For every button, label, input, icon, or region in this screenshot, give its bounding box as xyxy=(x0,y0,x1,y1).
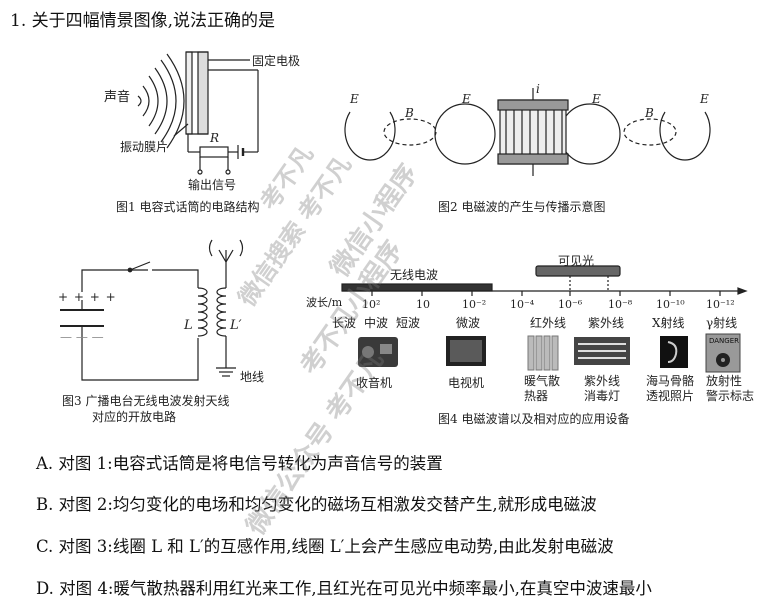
figure2-drawing xyxy=(344,88,711,176)
label-coil-l: L xyxy=(184,318,193,333)
figure4-drawing xyxy=(341,265,748,296)
tick-label-6: 10⁻¹⁰ xyxy=(656,298,685,311)
band-visible-label: 可见光 xyxy=(558,254,595,268)
option-a: A. 对图 1:电容式话筒是将电信号转化为声音信号的装置 xyxy=(36,454,443,473)
figure4-caption: 图4 电磁波谱以及相对应的应用设备 xyxy=(438,412,630,426)
device-label-tv: 电视机 xyxy=(448,376,485,390)
axis-label-wavelength: 波长/m xyxy=(306,296,343,309)
wave-name-microwave: 微波 xyxy=(456,316,481,330)
wave-name-infrared: 红外线 xyxy=(530,316,567,330)
device-label-radiator: 暖气散 热器 xyxy=(524,374,561,403)
label-e-2: E xyxy=(462,92,471,106)
wave-name-xray: X射线 xyxy=(652,316,685,330)
device-xray-image xyxy=(660,336,688,368)
label-fixed-electrode: 固定电极 xyxy=(252,54,301,68)
label-b-1: B xyxy=(405,106,414,120)
capacitor-minus-signs: — — — xyxy=(60,330,104,344)
label-sound: 声音 xyxy=(104,90,131,105)
radiation-warning-sign xyxy=(705,333,741,373)
wave-name-medium: 中波 xyxy=(364,316,389,330)
device-label-radio: 收音机 xyxy=(356,376,393,390)
label-diaphragm: 振动膜片 xyxy=(120,140,169,154)
figure3-caption-line1: 图3 广播电台无线电波发射天线 xyxy=(62,394,230,408)
tick-label-7: 10⁻¹² xyxy=(706,298,735,311)
device-label-radiation: 放射性 警示标志 xyxy=(706,374,755,403)
label-coil-lprime: L′ xyxy=(230,318,242,333)
figure2-caption: 图2 电磁波的产生与传播示意图 xyxy=(438,200,606,214)
figure1-caption: 图1 电容式话筒的电路结构 xyxy=(116,200,260,214)
tick-label-3: 10⁻⁴ xyxy=(510,298,535,311)
tick-label-2: 10⁻² xyxy=(462,298,487,311)
label-e-3: E xyxy=(592,92,601,106)
figure3-drawing xyxy=(60,239,244,381)
label-e-1: E xyxy=(350,92,359,106)
question-stem: 1. 关于四幅情景图像,说法正确的是 xyxy=(10,11,276,31)
option-c: C. 对图 3:线圈 L 和 L′的互感作用,线圈 L′上会产生感应电动势,由此… xyxy=(36,537,614,556)
label-resistor: R xyxy=(210,131,220,145)
wave-name-long: 长波 xyxy=(332,316,357,330)
label-output-signal: 输出信号 xyxy=(188,178,237,192)
tick-label-5: 10⁻⁸ xyxy=(608,298,633,311)
label-b-2: B xyxy=(645,106,654,120)
device-tv-image xyxy=(446,336,486,366)
option-d: D. 对图 4:暖气散热器利用红光来工作,且红光在可见光中频率最小,在真空中波速… xyxy=(36,579,652,598)
tick-label-4: 10⁻⁶ xyxy=(558,298,583,311)
device-label-uv-lamp: 紫外线 消毒灯 xyxy=(584,374,621,403)
label-i: i xyxy=(536,82,540,96)
wave-name-gamma: γ射线 xyxy=(706,316,738,330)
label-ground: 地线 xyxy=(240,370,265,384)
tick-label-1: 10 xyxy=(416,298,430,311)
figure1-drawing xyxy=(137,51,259,175)
device-uv-lamp-image xyxy=(574,337,630,365)
device-radiator-image xyxy=(527,335,559,371)
device-label-xray: 海马骨骼 透视照片 xyxy=(646,374,695,403)
capacitor-plus-signs: + + + + xyxy=(58,290,117,304)
wave-name-short: 短波 xyxy=(396,316,421,330)
wave-name-ultraviolet: 紫外线 xyxy=(588,316,625,330)
label-e-4: E xyxy=(700,92,709,106)
figure3-caption-line2: 对应的开放电路 xyxy=(92,410,177,424)
option-b: B. 对图 2:均匀变化的电场和均匀变化的磁场互相激发交替产生,就形成电磁波 xyxy=(36,495,597,514)
tick-label-0: 10² xyxy=(362,298,381,311)
device-radio-image xyxy=(358,337,398,367)
danger-sign-text: DANGER xyxy=(709,337,740,345)
band-radio-label: 无线电波 xyxy=(390,268,439,282)
